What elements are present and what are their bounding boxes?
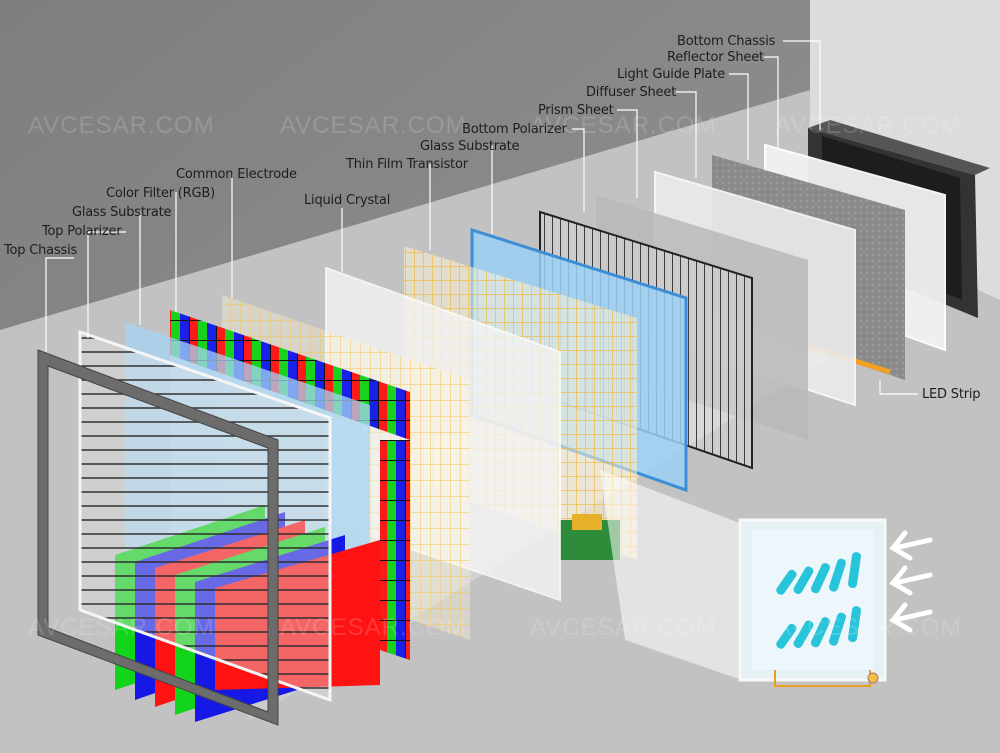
watermark-7: AVCESAR.COM <box>530 614 717 641</box>
label-light-guide-plate: Light Guide Plate <box>617 67 725 82</box>
label-common-electrode: Common Electrode <box>176 167 297 182</box>
watermark-6: AVCESAR.COM <box>280 614 467 641</box>
label-color-filter: Color Filter (RGB) <box>106 186 215 201</box>
watermark-2: AVCESAR.COM <box>280 112 467 139</box>
leader-lines <box>45 40 918 395</box>
label-reflector-sheet: Reflector Sheet <box>667 50 764 65</box>
watermark-1: AVCESAR.COM <box>28 112 215 139</box>
label-led-strip: LED Strip <box>922 387 981 402</box>
label-thin-film-transistor: Thin Film Transistor <box>346 157 468 172</box>
label-top-polarizer: Top Polarizer <box>42 224 122 239</box>
label-prism-sheet: Prism Sheet <box>538 103 614 118</box>
watermark-8: AVCESAR.COM <box>775 614 962 641</box>
liquid-crystal-inset <box>600 470 887 687</box>
label-bottom-polarizer: Bottom Polarizer <box>462 122 567 137</box>
watermark-5: AVCESAR.COM <box>28 614 215 641</box>
label-bottom-chassis: Bottom Chassis <box>677 34 776 49</box>
watermark-4: AVCESAR.COM <box>775 112 962 139</box>
light-arrows <box>889 530 933 633</box>
label-glass-substrate-bottom: Glass Substrate <box>420 139 520 154</box>
label-top-chassis: Top Chassis <box>4 243 78 258</box>
top-chassis-layer <box>37 349 279 726</box>
label-liquid-crystal: Liquid Crystal <box>304 193 391 208</box>
label-glass-substrate-top: Glass Substrate <box>72 205 172 220</box>
watermark-3: AVCESAR.COM <box>530 112 717 139</box>
label-diffuser-sheet: Diffuser Sheet <box>586 85 677 100</box>
